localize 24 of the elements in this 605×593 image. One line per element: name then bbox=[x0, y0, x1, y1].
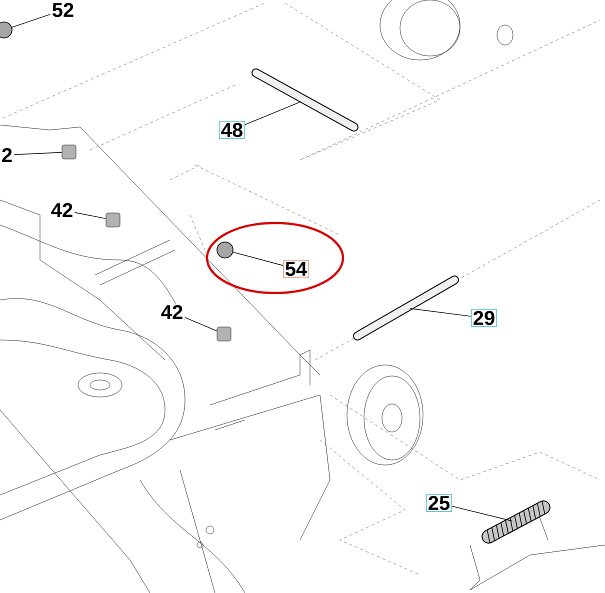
leader-line bbox=[184, 317, 218, 332]
callout-number: 42 bbox=[159, 304, 185, 320]
callout-number: 48 bbox=[218, 121, 246, 139]
leader-line bbox=[244, 101, 302, 125]
callout-number: 29 bbox=[470, 309, 498, 327]
rod bbox=[252, 68, 358, 132]
leader-line bbox=[232, 252, 284, 266]
callout-number: 42 bbox=[49, 202, 75, 218]
spring bbox=[482, 500, 550, 544]
leader-line bbox=[452, 506, 512, 522]
callout-number: 54 bbox=[282, 260, 310, 278]
bolt bbox=[62, 144, 76, 160]
callout-number: 2 bbox=[0, 146, 14, 164]
leader-line bbox=[410, 308, 472, 317]
callout-number: 52 bbox=[50, 1, 76, 19]
callout-number: 25 bbox=[426, 494, 452, 512]
bolt bbox=[216, 326, 232, 342]
bolt bbox=[106, 212, 120, 228]
nut bbox=[0, 22, 12, 38]
leader-line bbox=[12, 14, 51, 28]
leader-line bbox=[74, 212, 106, 219]
rod bbox=[353, 276, 459, 340]
nut bbox=[216, 242, 234, 258]
leader-line bbox=[14, 152, 62, 155]
